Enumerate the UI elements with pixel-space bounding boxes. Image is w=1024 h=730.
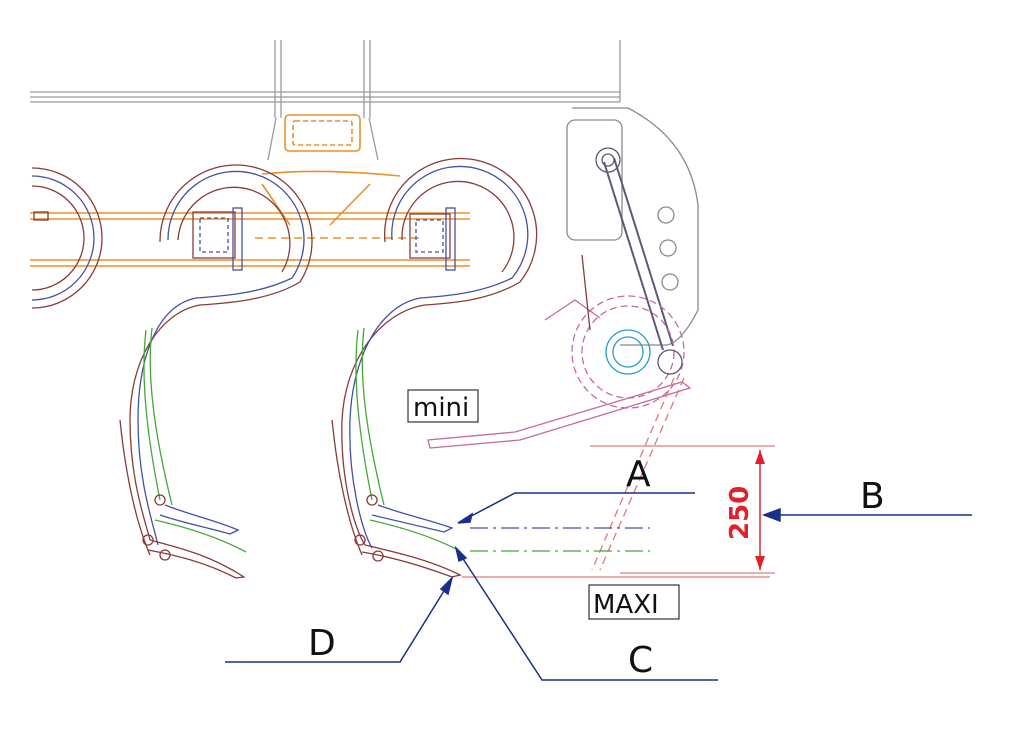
label-mini-text: mini (413, 393, 469, 423)
callout-a: A (626, 454, 651, 495)
leader-d (225, 577, 453, 663)
frame-beam (30, 40, 621, 161)
callout-b: B (860, 476, 885, 517)
leader-lines (225, 492, 972, 681)
callout-c: C (628, 640, 653, 681)
depth-reference-lines (462, 445, 775, 578)
label-maxi-text: MAXI (593, 590, 659, 620)
dimension-value: 250 (725, 486, 755, 540)
tine-2 (331, 157, 538, 578)
dimension-250: 250 (725, 450, 765, 570)
leader-c (455, 547, 718, 681)
tine-coil-left-partial (31, 167, 103, 309)
label-mini: mini (407, 389, 479, 423)
callout-d: D (308, 623, 336, 664)
leader-a (457, 492, 695, 524)
tine-1 (119, 164, 313, 579)
rear-roller-assembly (427, 107, 699, 571)
label-maxi: MAXI (588, 584, 680, 620)
clamp-bracket (30, 114, 470, 267)
